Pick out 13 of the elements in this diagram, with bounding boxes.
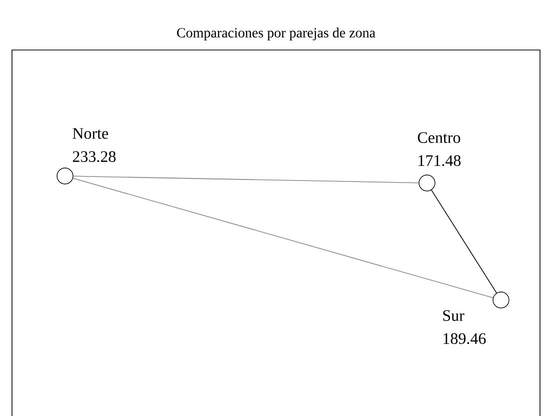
point-label: Centro (418, 132, 460, 143)
point-marker (418, 174, 436, 192)
connector-line (72, 176, 420, 184)
point-marker (56, 168, 74, 184)
point-label: 189.46 (444, 333, 486, 344)
point-label: Sur (443, 310, 464, 321)
point-marker (492, 292, 510, 308)
point-label: 171.48 (418, 155, 461, 166)
point-label: 233.28 (72, 151, 116, 162)
chart-title: Comparaciones por parejas de zona (177, 28, 376, 40)
point-label: Norte (72, 128, 108, 139)
connector-line (72, 178, 494, 298)
connector-line (431, 190, 497, 294)
